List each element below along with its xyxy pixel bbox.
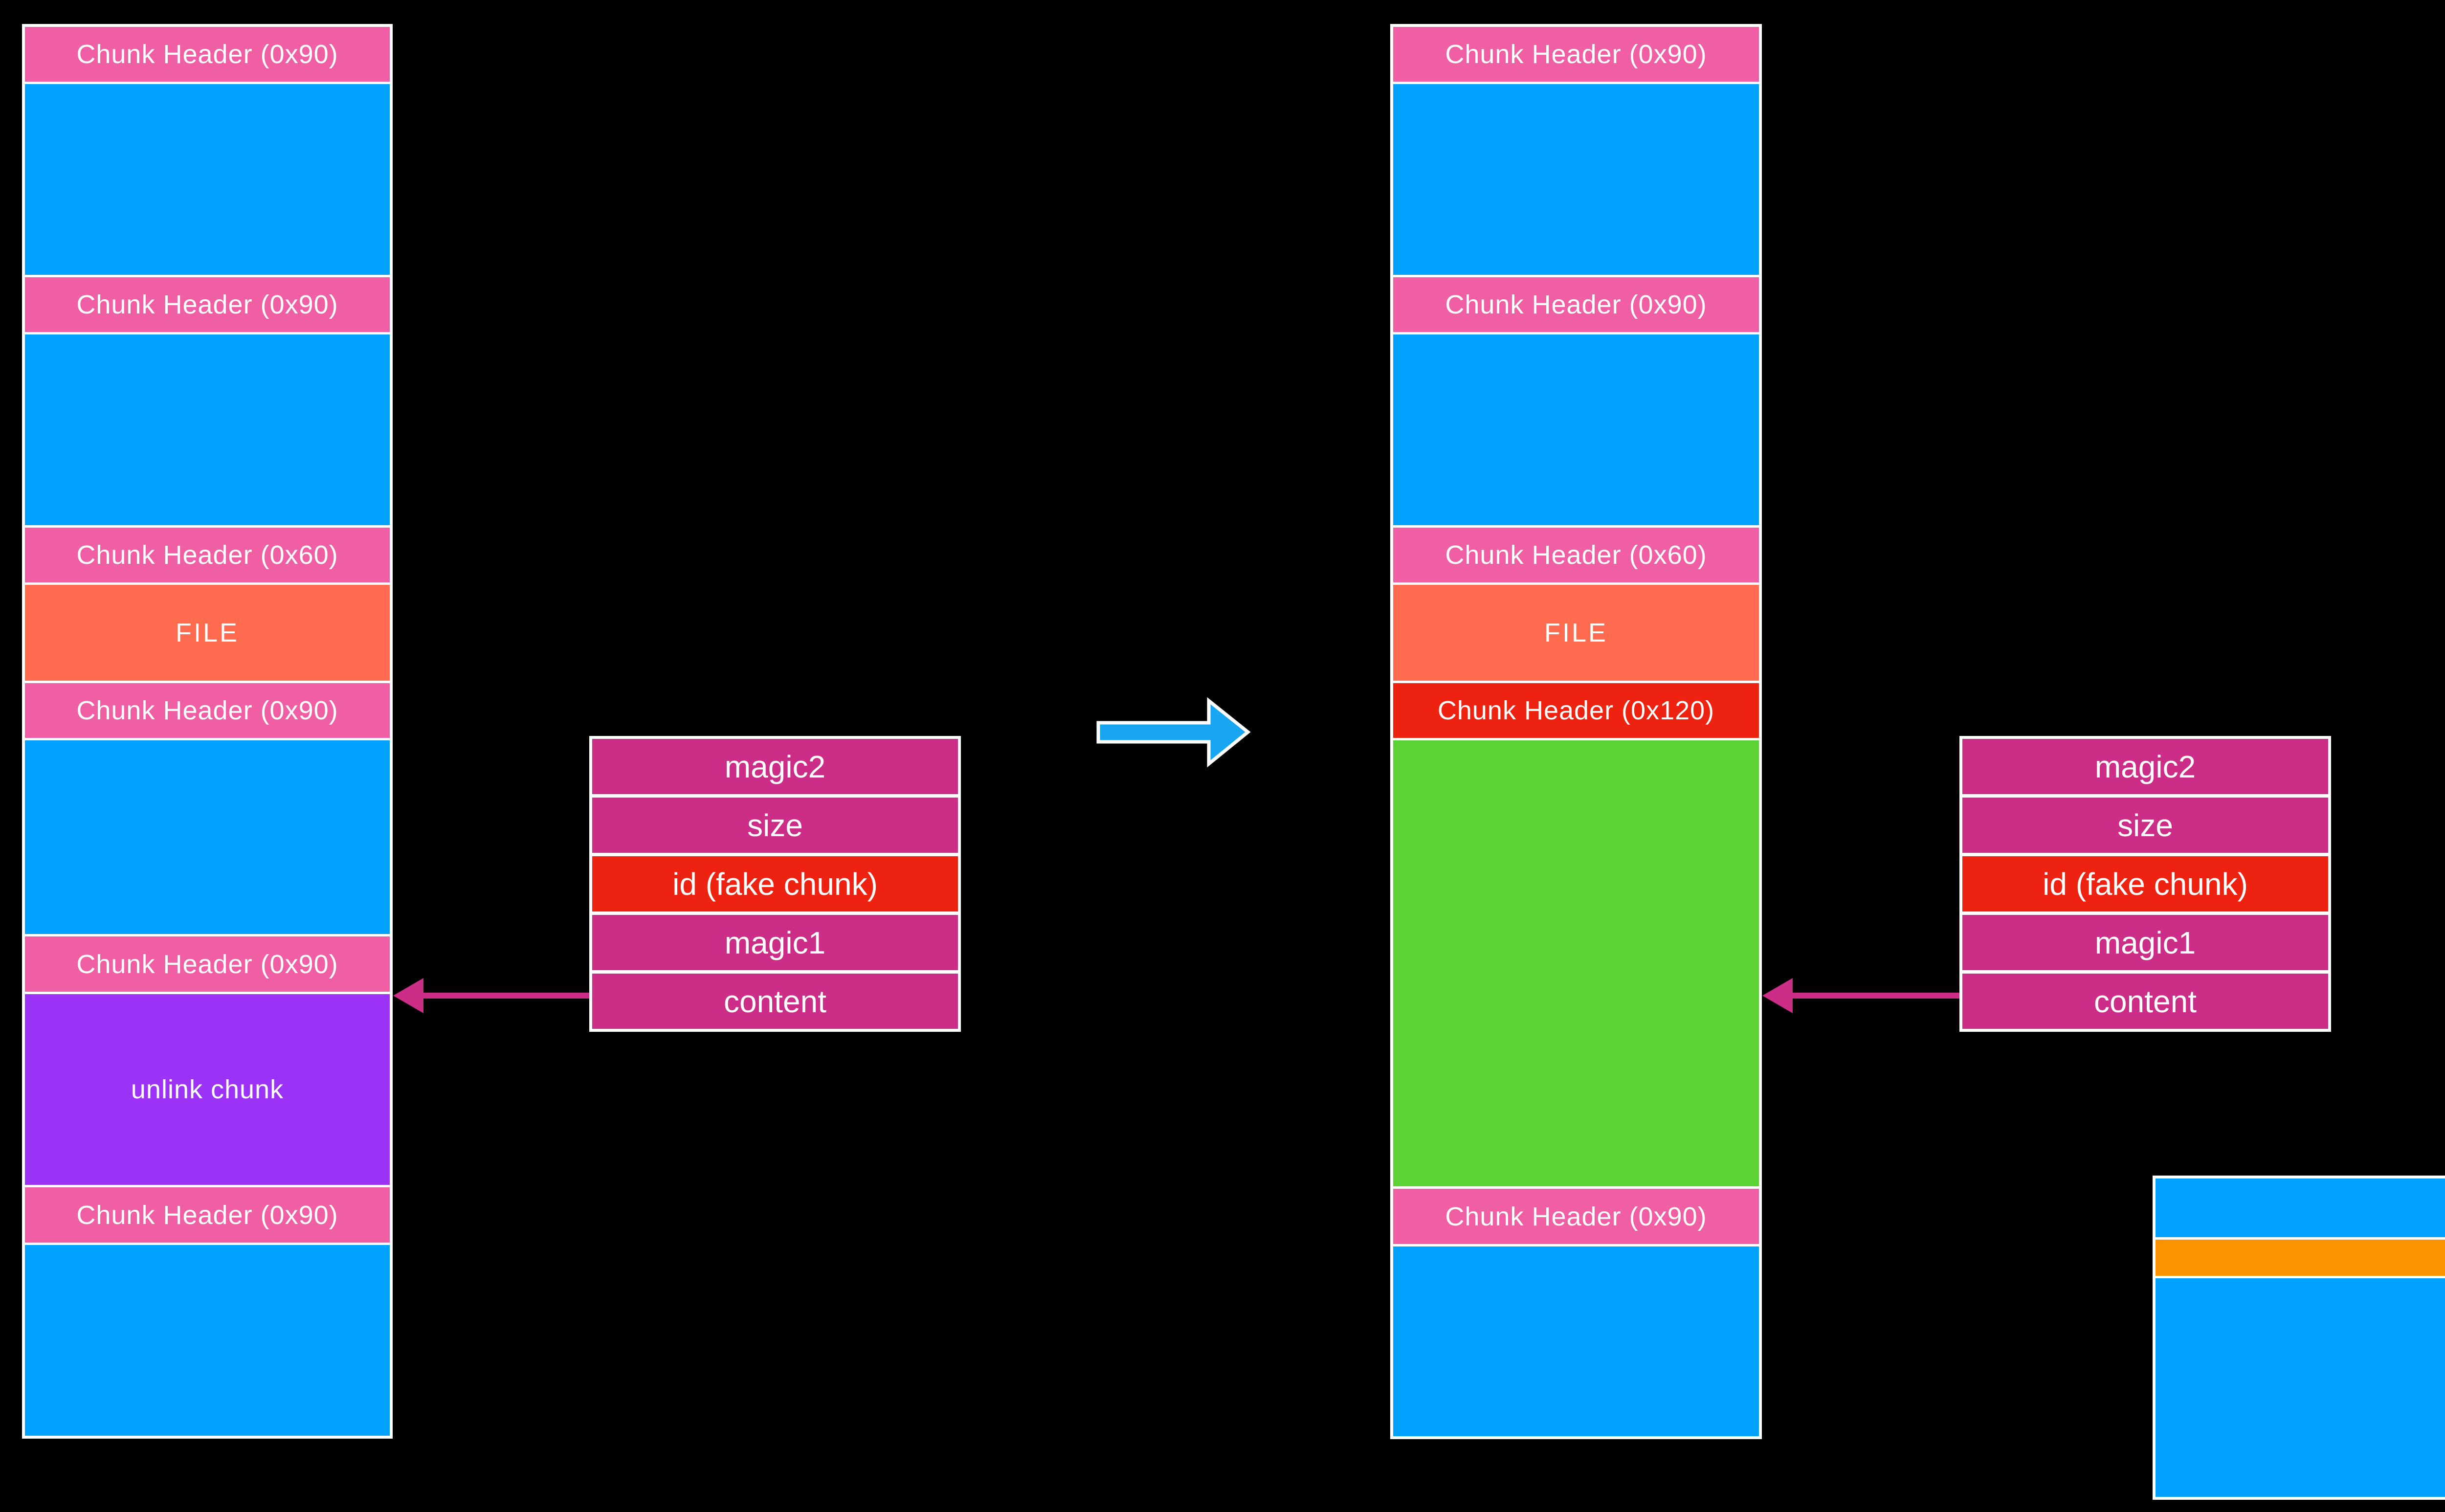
table-row-size: size bbox=[1962, 798, 2328, 853]
table-row-label: size bbox=[2117, 807, 2173, 843]
table-row-id-fake-chunk: id (fake chunk) bbox=[592, 856, 958, 912]
segment-label: Chunk Header (0x90) bbox=[76, 290, 338, 319]
arrow-line bbox=[1791, 993, 1959, 999]
segment-label: Chunk Header (0x90) bbox=[1445, 40, 1707, 69]
step-arrow-1 bbox=[1096, 697, 1251, 768]
segment-chunk-header-0x90: Chunk Header (0x90) bbox=[25, 1187, 390, 1243]
segment-blue-block bbox=[1393, 334, 1759, 525]
segment-chunk-header-0x90: Chunk Header (0x90) bbox=[1393, 27, 1759, 82]
segment-chunk-header-0x90: Chunk Header (0x90) bbox=[25, 277, 390, 332]
segment-label: Chunk Header (0x90) bbox=[1445, 1201, 1707, 1231]
free-list-entry-box bbox=[2153, 1176, 2445, 1500]
segment-label: Chunk Header (0x60) bbox=[76, 540, 338, 570]
table-row-label: size bbox=[747, 807, 803, 843]
table-row-id-fake-chunk: id (fake chunk) bbox=[1962, 856, 2328, 912]
arrow-line bbox=[422, 993, 589, 999]
table-row-label: content bbox=[724, 983, 826, 1019]
segment-blue-block bbox=[25, 740, 390, 934]
table-row-label: id (fake chunk) bbox=[2043, 866, 2248, 902]
segment-blue-block bbox=[25, 334, 390, 525]
segment-label: Chunk Header (0x90) bbox=[76, 949, 338, 979]
segment-label: Chunk Header (0x90) bbox=[76, 696, 338, 725]
table-row-magic2: magic2 bbox=[1962, 739, 2328, 794]
table-row-label: magic1 bbox=[2094, 925, 2196, 960]
table-row-content: content bbox=[592, 974, 958, 1029]
segment-unlink-chunk: unlink chunk bbox=[25, 994, 390, 1185]
segment-label: unlink chunk bbox=[131, 1075, 284, 1104]
segment-chunk-header-0x60: Chunk Header (0x60) bbox=[25, 528, 390, 582]
segment-blue-block bbox=[2156, 1278, 2445, 1497]
segment-file: FILE bbox=[25, 585, 390, 681]
segment-label: FILE bbox=[1544, 618, 1608, 647]
segment-label: Chunk Header (0x90) bbox=[76, 40, 338, 69]
arrowhead-left-icon bbox=[393, 978, 423, 1013]
segment-label: Chunk Header (0x120) bbox=[1437, 696, 1715, 725]
step-arrow-1-shape bbox=[1096, 697, 1251, 768]
segment-chunk-header-0x90: Chunk Header (0x90) bbox=[25, 27, 390, 82]
segment-blue-block bbox=[2156, 1178, 2445, 1237]
segment-label: Chunk Header (0x90) bbox=[1445, 290, 1707, 319]
segment-chunk-header-0x90: Chunk Header (0x90) bbox=[25, 683, 390, 738]
segment-blue-block bbox=[1393, 1246, 1759, 1436]
segment-chunk-header-0x90: Chunk Header (0x90) bbox=[1393, 1189, 1759, 1244]
fake-chunk-table-2: magic2 size id (fake chunk) magic1 content bbox=[1959, 736, 2331, 1032]
segment-label: Chunk Header (0x60) bbox=[1445, 540, 1707, 570]
segment-chunk-header-0x90: Chunk Header (0x90) bbox=[25, 936, 390, 992]
table-row-label: content bbox=[2094, 983, 2197, 1019]
segment-green-block bbox=[1393, 740, 1759, 1186]
segment-blue-block bbox=[1393, 84, 1759, 275]
segment-chunk-header-0x90: Chunk Header (0x90) bbox=[1393, 277, 1759, 332]
segment-chunk-header-0x120: Chunk Header (0x120) bbox=[1393, 683, 1759, 738]
table-row-label: magic2 bbox=[2094, 749, 2196, 784]
table-row-content: content bbox=[1962, 974, 2328, 1029]
segment-label: Chunk Header (0x90) bbox=[76, 1200, 338, 1230]
segment-label: FILE bbox=[175, 618, 240, 647]
segment-chunk-header-0x60: Chunk Header (0x60) bbox=[1393, 528, 1759, 582]
segment-orange-block bbox=[2156, 1240, 2445, 1276]
table-row-label: magic1 bbox=[724, 925, 826, 960]
table-row-label: id (fake chunk) bbox=[672, 866, 878, 902]
table-row-magic2: magic2 bbox=[592, 739, 958, 794]
segment-blue-block bbox=[25, 84, 390, 275]
heap-column-overflowed: Chunk Header (0x90) Chunk Header (0x90) Ch… bbox=[1390, 24, 1762, 1439]
segment-file: FILE bbox=[1393, 585, 1759, 681]
segment-blue-block bbox=[25, 1245, 390, 1436]
table-row-label: magic2 bbox=[724, 749, 826, 784]
heap-column-before: Chunk Header (0x90) Chunk Header (0x90) Ch… bbox=[22, 24, 393, 1439]
table-row-magic1: magic1 bbox=[592, 915, 958, 970]
table-row-size: size bbox=[592, 798, 958, 853]
arrowhead-left-icon bbox=[1762, 978, 1793, 1013]
table-row-magic1: magic1 bbox=[1962, 915, 2328, 970]
fake-chunk-table-1: magic2 size id (fake chunk) magic1 content bbox=[589, 736, 961, 1032]
